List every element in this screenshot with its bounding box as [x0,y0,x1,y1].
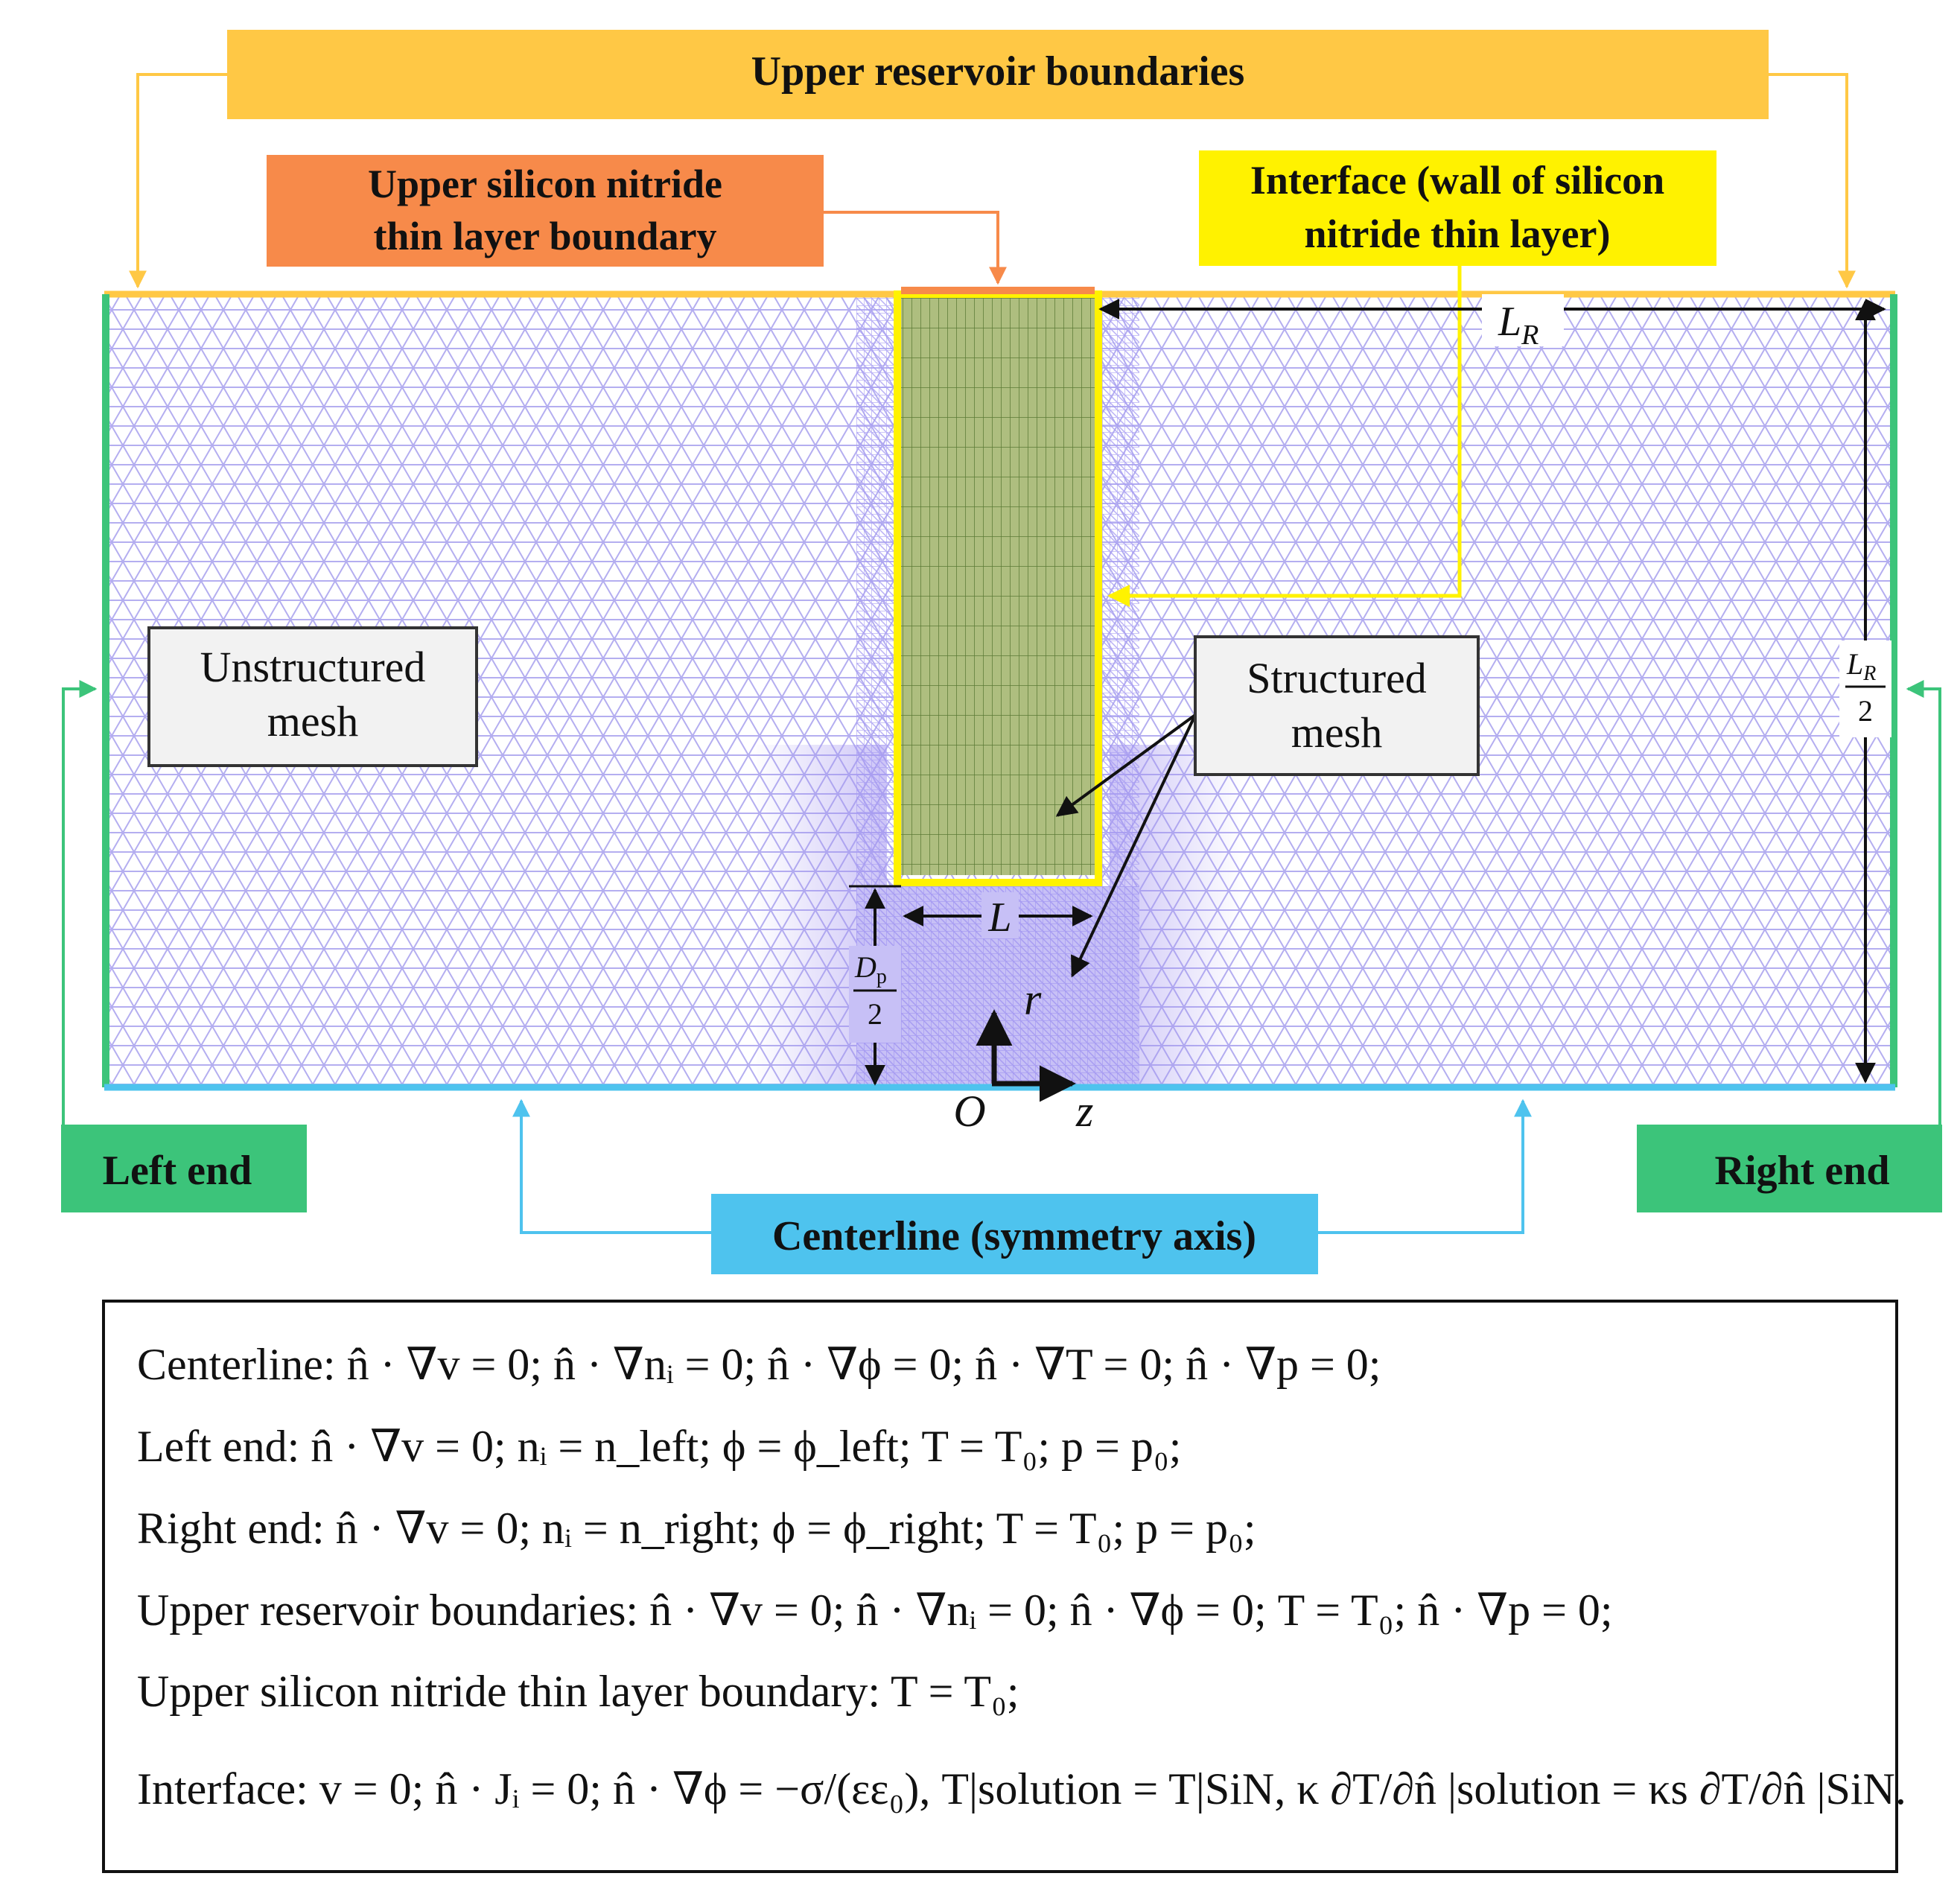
structured-pointer-2 [1071,714,1197,978]
centerline-connector-left [512,1099,711,1234]
equation-right-end: Right end: n̂ · ∇v = 0; nᵢ = n_right; ϕ … [137,1504,1256,1553]
r-axis-label: r [1024,975,1042,1024]
lr-half-num: LR [1846,647,1876,685]
upper-reservoir-label: Upper reservoir boundaries [751,48,1245,95]
left-end-connector [62,680,98,1125]
upper-reservoir-label-box [227,30,1769,119]
interface-label-box [1199,150,1716,266]
structured-mesh-strip-right [1102,294,1139,890]
centerline-label-box [711,1194,1318,1274]
sin-connector [823,211,1007,285]
origin-label: O [953,1087,985,1136]
z-axis-label: z [1075,1087,1093,1136]
reservoir-connector-right [1769,73,1856,289]
unstructured-label-line2: mesh [267,697,358,746]
right-end-label: Right end [1715,1148,1890,1194]
boundary-conditions-box: Centerline: n̂ · ∇v = 0; n̂ · ∇nᵢ = 0; n… [102,1300,1906,1873]
upper-sin-label-box [267,155,824,267]
interface-connector [1107,264,1462,607]
structured-mesh-strip-left [856,294,894,890]
left-end-label: Left end [103,1148,252,1194]
equation-centerline: Centerline: n̂ · ∇v = 0; n̂ · ∇nᵢ = 0; n… [137,1340,1381,1389]
lr-dimension-label: LR [1498,299,1539,351]
unstructured-label-line1: Unstructured [200,643,426,691]
upper-sin-label-line2: thin layer boundary [373,214,716,258]
dp-half-num: Dp [854,950,887,988]
structured-pointer-1 [1055,713,1197,817]
reservoir-connector-left [129,73,227,289]
unstructured-mesh-label-box [147,626,478,767]
left-end-label-box [61,1125,307,1212]
equation-upper-sin-boundary: Upper silicon nitride thin layer boundar… [137,1667,1019,1716]
equation-interface: Interface: v = 0; n̂ · Jᵢ = 0; n̂ · ∇ϕ =… [137,1764,1906,1813]
upper-sin-label-line1: Upper silicon nitride [368,162,722,206]
silicon-nitride-layer [901,294,1095,875]
l-dimension-label: L [987,894,1011,941]
interface-label-line2: nitride thin layer) [1305,212,1611,256]
equation-left-end: Left end: n̂ · ∇v = 0; nᵢ = n_left; ϕ = … [137,1422,1182,1471]
right-end-label-box [1637,1125,1942,1212]
structured-mesh-label-box [1194,635,1480,776]
centerline-label: Centerline (symmetry axis) [772,1213,1256,1259]
lr-half-den: 2 [1858,694,1873,728]
equation-upper-reservoir: Upper reservoir boundaries: n̂ · ∇v = 0;… [137,1586,1613,1635]
interface-label-line1: Interface (wall of silicon [1250,158,1664,203]
structured-label-line2: mesh [1291,708,1382,757]
dp-half-den: 2 [868,997,882,1031]
right-end-connector [1906,680,1941,1125]
centerline-connector-right [1318,1099,1532,1234]
structured-label-line1: Structured [1247,654,1427,702]
